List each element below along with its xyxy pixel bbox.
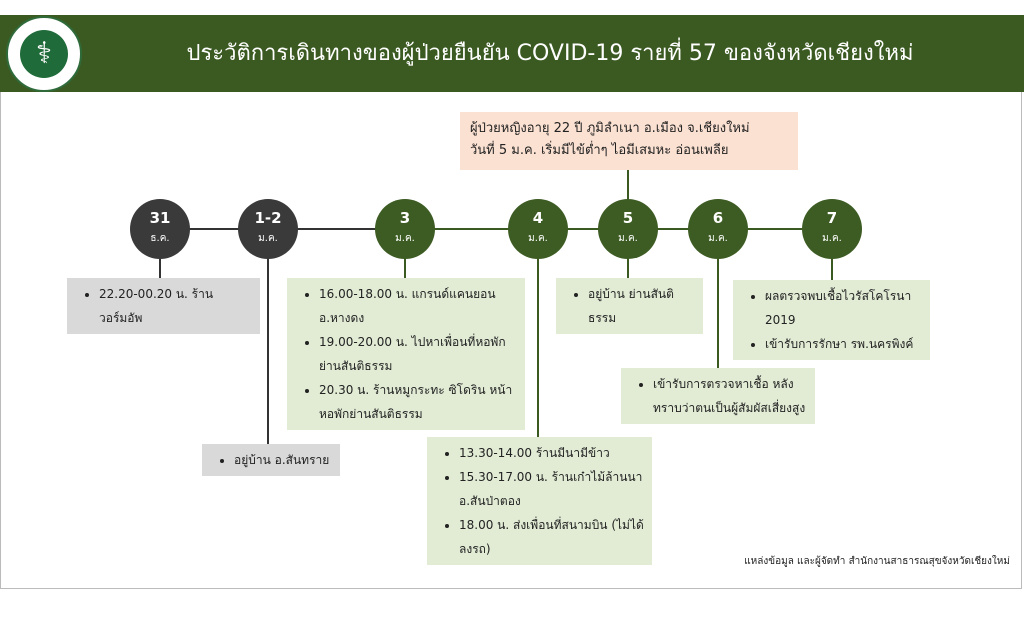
event-item: 19.00-20.00 น. ไปหาเพื่อนที่หอพัก ย่านสั…	[319, 330, 517, 378]
connector	[267, 229, 269, 445]
event-box: ผลตรวจพบเชื้อไวรัสโคโรนา 2019 เข้ารับการ…	[733, 280, 930, 360]
info-line: วันที่ 5 ม.ค. เริ่มมีไข้ต่ำๆ ไอมีเสมหะ อ…	[470, 143, 729, 158]
event-item: เข้ารับการตรวจหาเชื้อ หลังทราบว่าตนเป็นผ…	[653, 372, 807, 420]
event-item: อยู่บ้าน ย่านสันติธรรม	[588, 282, 695, 330]
event-item: 20.30 น. ร้านหมูกระทะ ซิโดริน หน้าหอพักย…	[319, 378, 517, 426]
source-note: แหล่งข้อมูล และผู้จัดทำ สำนักงานสาธารณสุ…	[744, 556, 1010, 567]
event-item: 15.30-17.00 น. ร้านเก๋าไม้ล้านนา อ.สันป่…	[459, 465, 644, 513]
info-line: ผู้ป่วยหญิงอายุ 22 ปี ภูมิลำเนา อ.เมือง …	[470, 121, 750, 136]
event-item: ผลตรวจพบเชื้อไวรัสโคโรนา 2019	[765, 284, 922, 332]
event-item: 16.00-18.00 น. แกรนด์แคนยอน อ.หางดง	[319, 282, 517, 330]
event-box: 22.20-00.20 น. ร้านวอร์มอัพ	[67, 278, 260, 334]
event-box: 16.00-18.00 น. แกรนด์แคนยอน อ.หางดง 19.0…	[287, 278, 525, 430]
event-box: อยู่บ้าน ย่านสันติธรรม	[556, 278, 703, 334]
patient-info-box: ผู้ป่วยหญิงอายุ 22 ปี ภูมิลำเนา อ.เมือง …	[460, 112, 798, 170]
event-item: 18.00 น. ส่งเพื่อนที่สนามบิน (ไม่ได้ลงรถ…	[459, 513, 644, 561]
header-banner	[0, 15, 1024, 92]
event-box: เข้ารับการตรวจหาเชื้อ หลังทราบว่าตนเป็นผ…	[621, 368, 815, 424]
event-item: 22.20-00.20 น. ร้านวอร์มอัพ	[99, 282, 252, 330]
event-box: อยู่บ้าน อ.สันทราย	[202, 444, 340, 476]
caduceus-icon: ⚕	[20, 30, 68, 78]
event-box: 13.30-14.00 ร้านมีนามีข้าว 15.30-17.00 น…	[427, 437, 652, 565]
event-item: เข้ารับการรักษา รพ.นครพิงค์	[765, 332, 922, 356]
event-item: 13.30-14.00 ร้านมีนามีข้าว	[459, 441, 644, 465]
connector	[717, 229, 719, 369]
content-frame	[0, 92, 1022, 589]
page-title: ประวัติการเดินทางของผู้ป่วยยืนยัน COVID-…	[186, 41, 914, 66]
connector	[537, 229, 539, 437]
event-item: อยู่บ้าน อ.สันทราย	[234, 448, 332, 472]
ministry-logo: ⚕	[6, 16, 82, 92]
